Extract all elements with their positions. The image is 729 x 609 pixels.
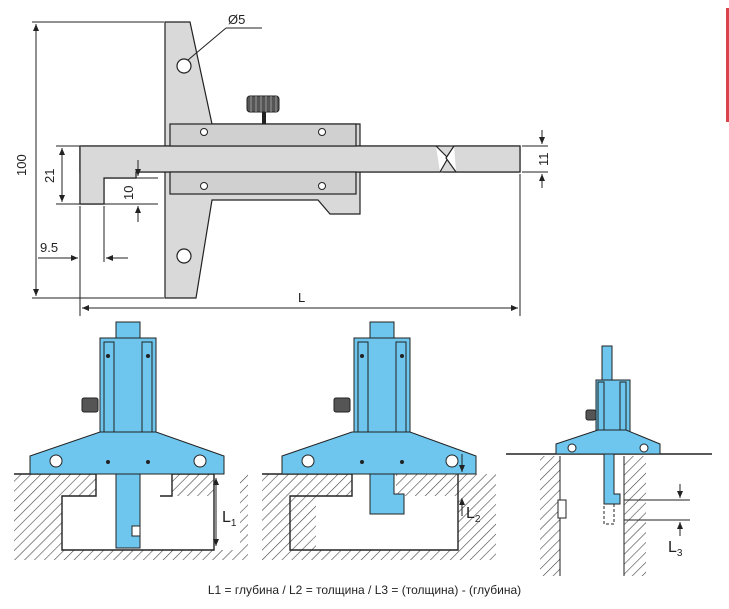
screw-heads [200, 128, 326, 190]
panel-depth: L1 [14, 321, 248, 560]
label-L3: L3 [668, 539, 683, 559]
label-L2: L2 [466, 505, 481, 525]
dim-21-label: 21 [42, 169, 57, 183]
top-hole [176, 58, 192, 74]
workpiece-hatch-3b [624, 456, 646, 576]
upper-plate [169, 123, 357, 147]
dim-9-5-label: 9.5 [40, 240, 58, 255]
rod-2 [369, 473, 405, 515]
dim-L-label: L [298, 290, 305, 305]
base-1 [29, 431, 225, 475]
knob-1 [81, 397, 99, 413]
base-3 [555, 429, 661, 455]
dim-100-label: 100 [14, 154, 29, 176]
bottom-hole [176, 248, 192, 264]
accent-bar [726, 8, 729, 122]
dim-10-label: 10 [121, 186, 136, 200]
base-2 [281, 431, 477, 475]
rod-1 [115, 473, 141, 549]
knob-3 [585, 409, 597, 421]
diameter-label: Ø5 [228, 12, 245, 27]
knob-2 [333, 397, 351, 413]
rod-3 [603, 453, 621, 505]
dim-11-label: 11 [536, 153, 551, 167]
panel-step: L3 [506, 345, 712, 576]
lower-plate [169, 171, 357, 195]
knob-stem [262, 112, 266, 124]
rod-hook [79, 146, 137, 205]
panel-thickness: L2 [262, 321, 496, 560]
caption: L1 = глубина / L2 = толщина / L3 = (толщ… [207, 583, 522, 597]
workpiece-hatch-3a [540, 456, 560, 576]
rod-break-mark-2 [445, 145, 457, 173]
top-drawing: Ø5 100 21 10 11 9.5 L [14, 12, 551, 316]
label-L1: L1 [222, 509, 237, 529]
diameter-leader [187, 27, 227, 61]
lock-knob [246, 95, 280, 113]
